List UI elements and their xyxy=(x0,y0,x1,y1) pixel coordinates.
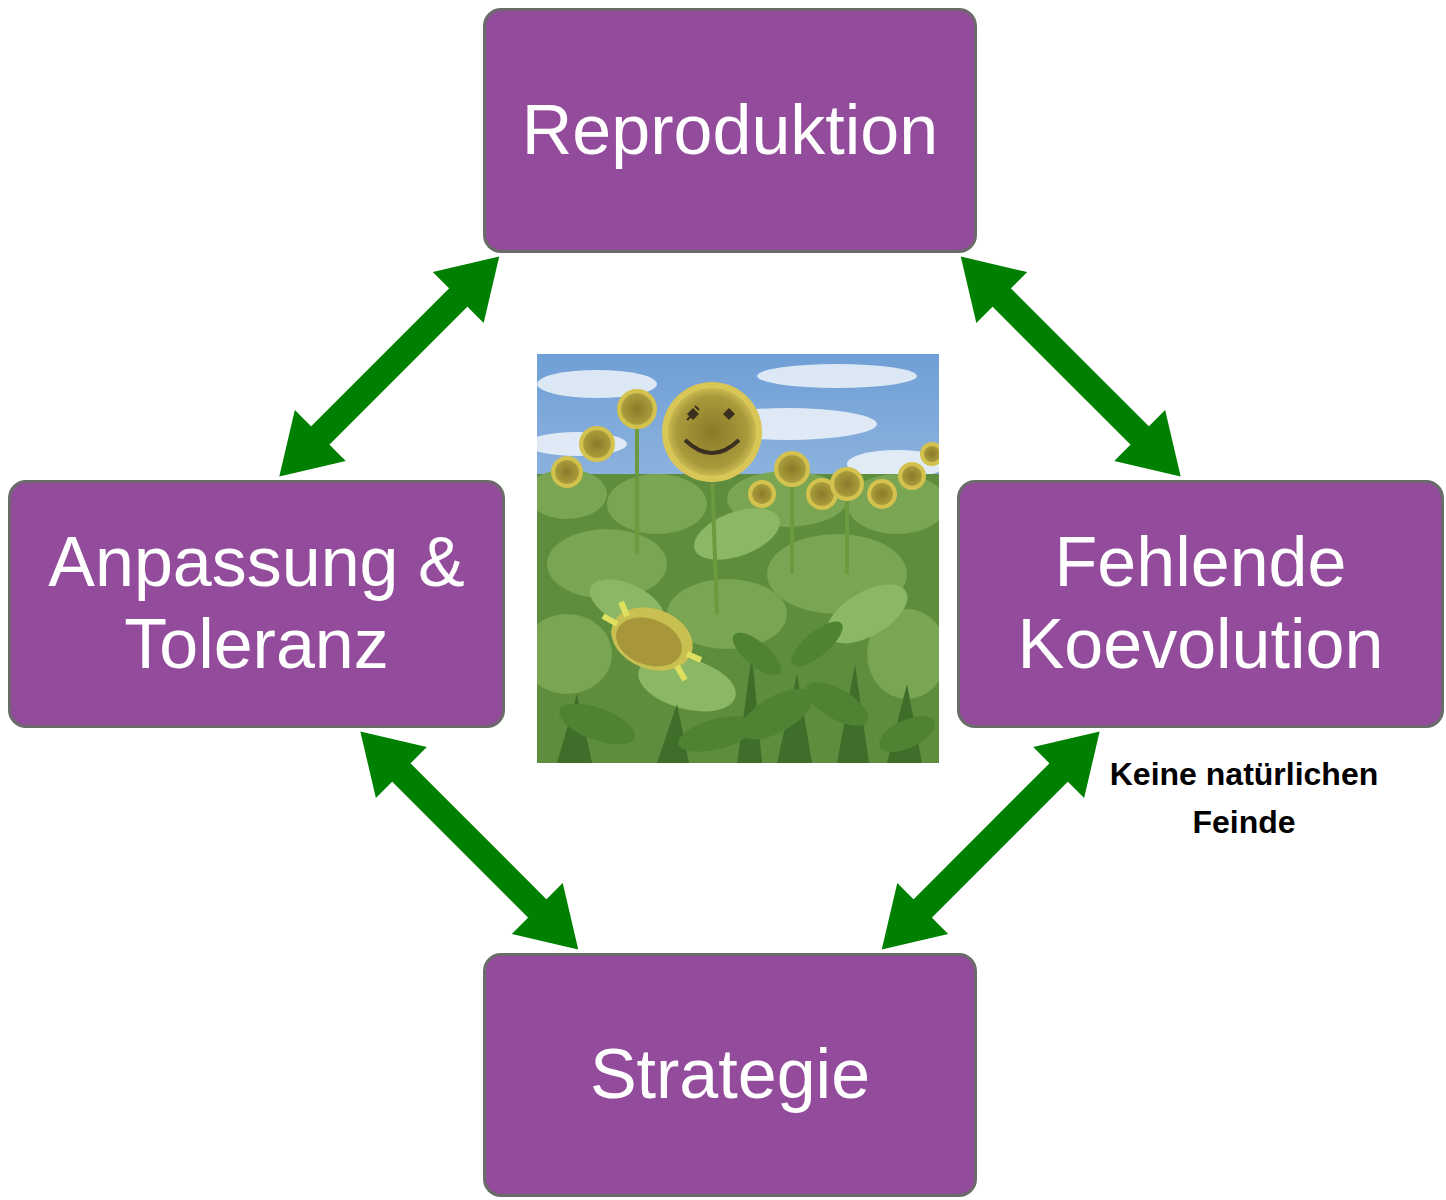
node-text: Anpassung & Toleranz xyxy=(31,522,482,686)
double-arrow xyxy=(360,732,578,950)
process-box: Fehlende Koevolution xyxy=(957,480,1444,728)
arrow-head xyxy=(961,257,1027,323)
arrow-head xyxy=(433,257,499,323)
arrow-head xyxy=(360,732,426,798)
sunflower-photo xyxy=(537,354,939,763)
double-arrow xyxy=(961,257,1181,477)
node-text: Strategie xyxy=(590,1034,870,1116)
arrow-head xyxy=(512,883,578,949)
arrow-shaft xyxy=(1000,296,1141,437)
arrow-head xyxy=(279,410,345,476)
node-text: Fehlende Koevolution xyxy=(980,522,1421,686)
node-text: Reproduktion xyxy=(522,90,938,172)
process-box: Anpassung & Toleranz xyxy=(8,480,505,728)
arrow-shaft xyxy=(319,296,460,437)
arrow-head xyxy=(1033,732,1099,798)
process-box: Strategie xyxy=(483,953,977,1197)
double-arrow xyxy=(882,732,1100,950)
arrow-shaft xyxy=(921,771,1060,910)
double-arrow xyxy=(279,257,499,477)
process-box: Reproduktion xyxy=(483,8,977,253)
arrow-head xyxy=(1114,410,1180,476)
arrow-shaft xyxy=(400,771,539,910)
annotation-note: Keine natürlichen Feinde xyxy=(1074,750,1414,846)
arrow-head xyxy=(882,883,948,949)
